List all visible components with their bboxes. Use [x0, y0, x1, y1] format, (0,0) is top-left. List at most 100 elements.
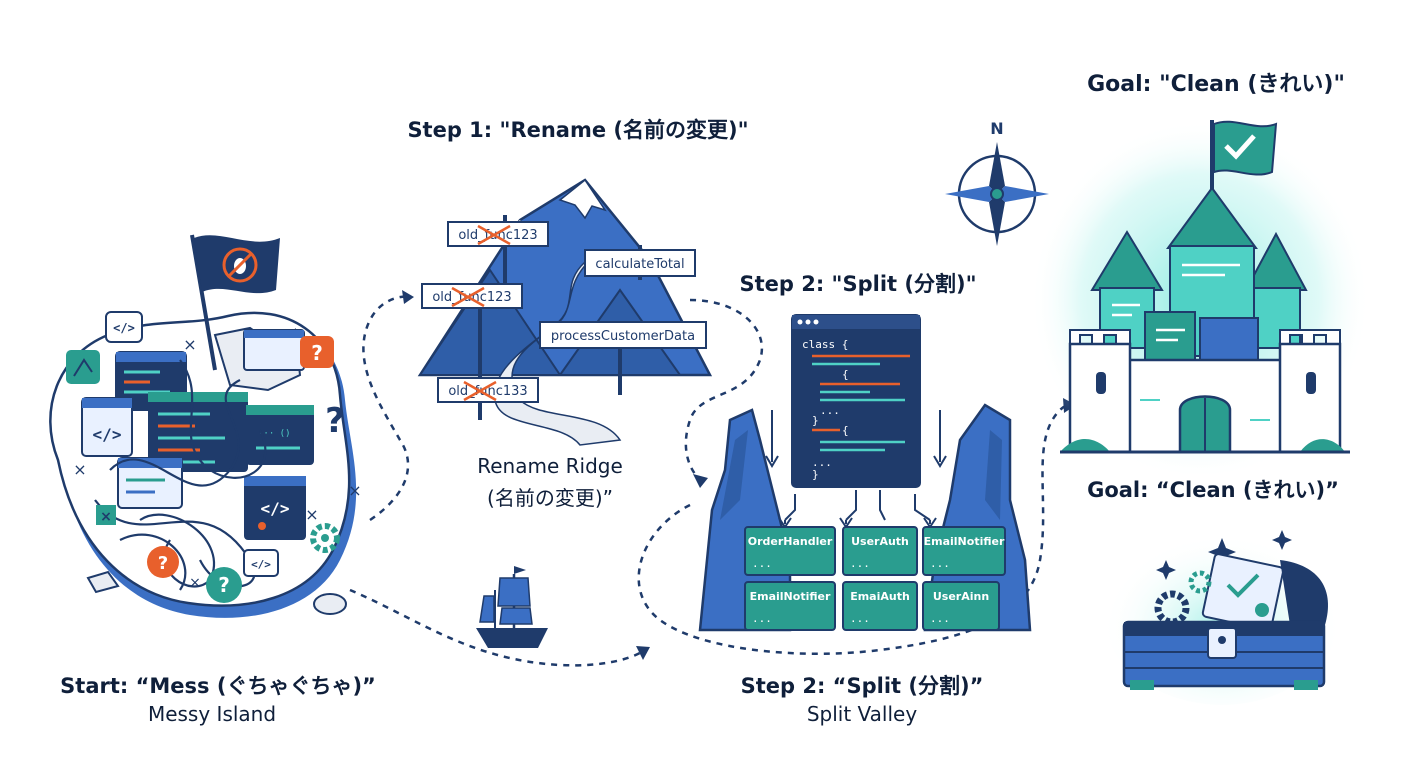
certificate-icon — [1201, 553, 1285, 631]
old-sign-text: old_func123 — [432, 290, 511, 305]
x-mark-text: × — [73, 460, 86, 479]
code-tag-text: </> — [113, 321, 135, 335]
code-window-7 — [243, 329, 305, 371]
old-sign-text: old_func133 — [448, 384, 527, 399]
question-bubble-teal: ? — [206, 567, 242, 603]
module-card: EmailNotifier ... — [744, 581, 836, 631]
fn-call-text: ··· () — [258, 429, 291, 439]
gear-icon — [1154, 570, 1212, 626]
start-title: Start: “Mess (ぐちゃぐちゃ)” — [60, 674, 376, 698]
module-card: UserAinn ... — [922, 581, 1000, 631]
clean-castle — [1030, 120, 1370, 480]
module-name: EmailNotifier — [924, 535, 1005, 548]
module-name: EmailNotifier — [750, 590, 831, 603]
code-bubble-icon: </> — [105, 311, 143, 343]
question-text: ? — [158, 553, 168, 574]
pebble-left — [86, 570, 120, 594]
code-tag-badge: </> — [243, 549, 279, 577]
brace-text: { — [842, 368, 849, 381]
keyhole-icon — [1218, 636, 1226, 644]
x-mark-text: × — [100, 509, 112, 525]
route-start-to-ridge — [362, 295, 411, 522]
old-sign-1: old_func123 — [447, 221, 549, 247]
old-sign-3: old_func133 — [437, 377, 539, 403]
check-icon — [1224, 134, 1256, 160]
goal-title-mid: Goal: “Clean (きれい)” — [1087, 478, 1339, 502]
close-brace-text: } — [812, 468, 819, 481]
gear-icon — [310, 523, 340, 553]
module-dots: ... — [752, 557, 772, 570]
module-dots: ... — [850, 612, 870, 625]
module-name: UserAinn — [933, 590, 989, 603]
rename-ridge: old_func123 old_func123 old_func133 calc… — [417, 178, 713, 446]
x-mark-text: × — [189, 575, 201, 591]
arrowhead-valley — [693, 474, 708, 488]
brace-text: { — [842, 424, 849, 437]
step2-subtitle: Split Valley — [806, 702, 918, 726]
treasure-chest — [1102, 515, 1342, 705]
module-dots: ... — [752, 612, 772, 625]
messy-island: </> ··· () </> — [49, 234, 362, 618]
module-dots: ... — [850, 557, 870, 570]
class-code-window: class { { ... } { ... } — [791, 314, 921, 488]
snow-cap — [558, 178, 607, 220]
dots-text: ... — [820, 404, 840, 417]
cliff-highlight-left — [720, 430, 748, 520]
x-mark-text: × — [183, 335, 196, 354]
code-window-4: ··· () — [246, 405, 314, 465]
module-card: EmailNotifier ... — [922, 526, 1006, 576]
code-window-2: </> — [81, 397, 133, 457]
module-name: OrderHandler — [748, 535, 833, 548]
old-sign-2: old_func123 — [421, 283, 523, 309]
new-sign-2: processCustomerData — [539, 321, 707, 349]
close-mark-box: × — [96, 505, 116, 525]
dashed-route-paths — [349, 295, 1073, 667]
compass-icon: N — [945, 119, 1049, 246]
question-text: ? — [311, 341, 323, 365]
pebble-right — [313, 593, 347, 615]
question-bubble-orange: ? — [300, 336, 334, 368]
compass-north-label: N — [990, 119, 1003, 138]
module-card: UserAuth ... — [842, 526, 918, 576]
class-keyword-text: class { — [802, 338, 848, 351]
module-dots: ... — [930, 612, 950, 625]
step2-title-top: Step 2: "Split (分割)" — [739, 272, 977, 296]
module-card: OrderHandler ... — [744, 526, 836, 576]
code-window-3 — [148, 392, 248, 472]
split-valley: class { { ... } { ... } — [698, 314, 1032, 632]
route-sea — [349, 588, 646, 667]
module-card: EmaiAuth ... — [842, 581, 918, 631]
x-mark-text: × — [348, 481, 361, 500]
ridge-label-line1: Rename Ridge — [477, 454, 623, 478]
module-dots: ... — [930, 557, 950, 570]
code-window-6: </> — [244, 476, 306, 540]
code-tag-text: </> — [261, 499, 290, 518]
code-tag-text: </> — [93, 425, 122, 444]
question-mark-blue: ? — [325, 401, 345, 441]
new-sign-text: processCustomerData — [551, 329, 695, 344]
chest-lid — [1280, 560, 1328, 625]
close-brace-text: } — [812, 414, 819, 427]
module-name: UserAuth — [851, 535, 909, 548]
old-sign-text: old_func123 — [458, 228, 537, 243]
map-bubble-icon — [66, 350, 100, 384]
dots-text: ... — [812, 456, 832, 469]
arrowhead-sea — [636, 646, 650, 660]
route-ridge-to-valley — [684, 298, 764, 481]
question-bubble-orange-2: ? — [147, 546, 179, 578]
new-sign-text: calculateTotal — [595, 257, 684, 272]
question-text: ? — [325, 401, 345, 441]
code-window-5 — [117, 457, 183, 509]
start-subtitle: Messy Island — [147, 702, 277, 726]
x-mark-text: × — [305, 505, 318, 524]
module-name: EmaiAuth — [850, 590, 910, 603]
cliff-highlight-right — [985, 430, 1002, 520]
ridge-label-line2: (名前の変更)” — [487, 486, 613, 510]
arrowhead-ridge — [402, 290, 414, 304]
code-tag-text: </> — [251, 558, 271, 571]
step2-title-bottom: Step 2: “Split (分割)” — [740, 674, 984, 698]
question-text: ? — [218, 573, 230, 597]
goal-title-top: Goal: "Clean (きれい)" — [1087, 72, 1345, 97]
flag-pole — [190, 234, 217, 371]
